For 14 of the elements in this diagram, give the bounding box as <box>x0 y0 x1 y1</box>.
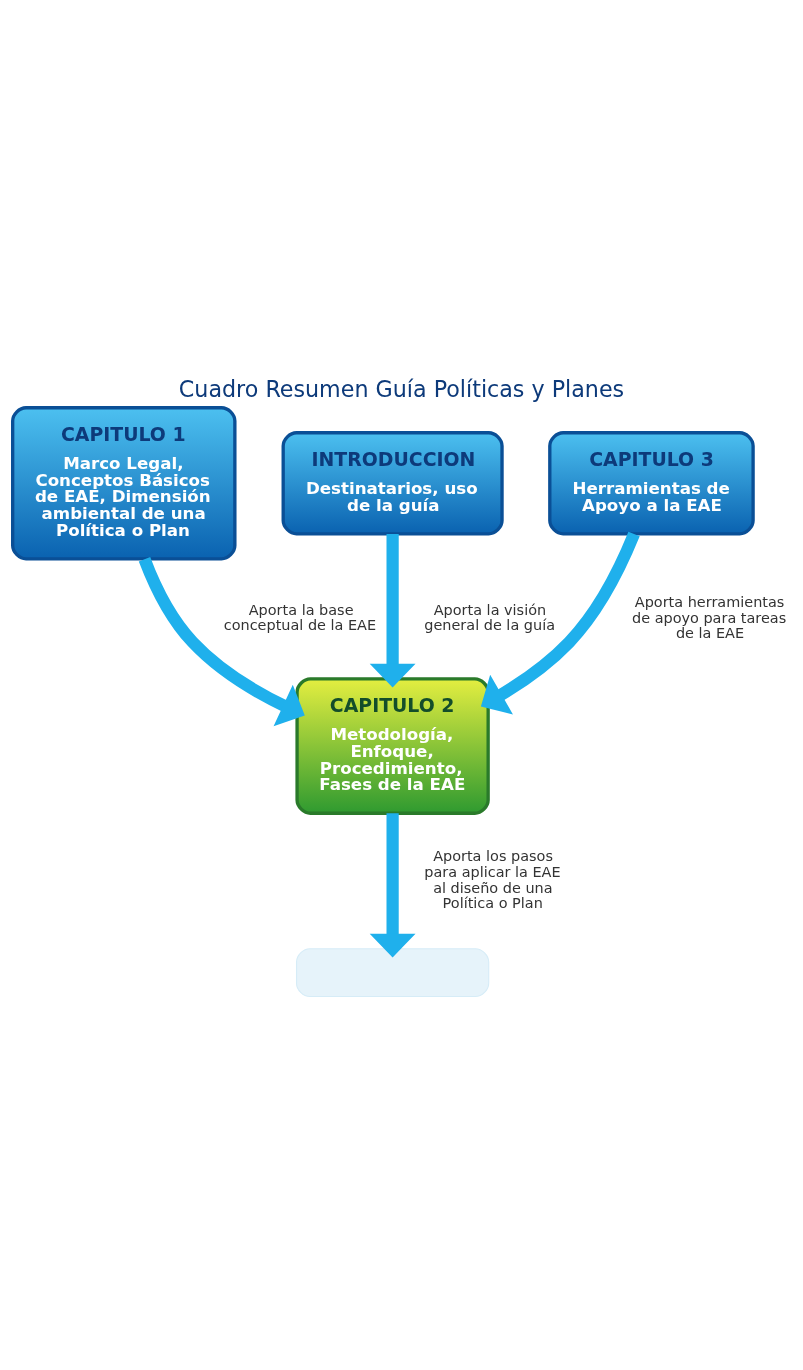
node-box: INTRODUCCION Destinatarios, uso de la guía <box>281 430 504 536</box>
node-box: CAPITULO 1 Marco Legal, Conceptos Básicos de EAE, Dimensión ambiental de una Política o Plan <box>11 405 237 561</box>
edge-label: Aporta la visión general de la guía <box>424 601 556 633</box>
node-box: CAPITULO 3 Herramientas de Apoyo a la EAE <box>548 430 755 536</box>
node-box: CAPITULO 2 Metodología, Enfoque, Procedimiento, Fases de la EAE <box>295 676 490 815</box>
node-box <box>295 947 490 997</box>
edge-label: Aporta los pasos para aplicar la EAE al diseño de una Política o Plan <box>424 847 561 911</box>
diagram-title: Cuadro Resumen Guía Políticas y Planes <box>178 375 625 402</box>
edge-label: Aporta herramientas de apoyo para tareas de la EAE <box>632 593 787 641</box>
arrow <box>369 533 416 688</box>
arrow <box>138 556 305 726</box>
arrow <box>369 812 416 958</box>
arrow <box>480 531 640 714</box>
edge-label: Aporta la base conceptual de la EAE <box>223 601 377 633</box>
